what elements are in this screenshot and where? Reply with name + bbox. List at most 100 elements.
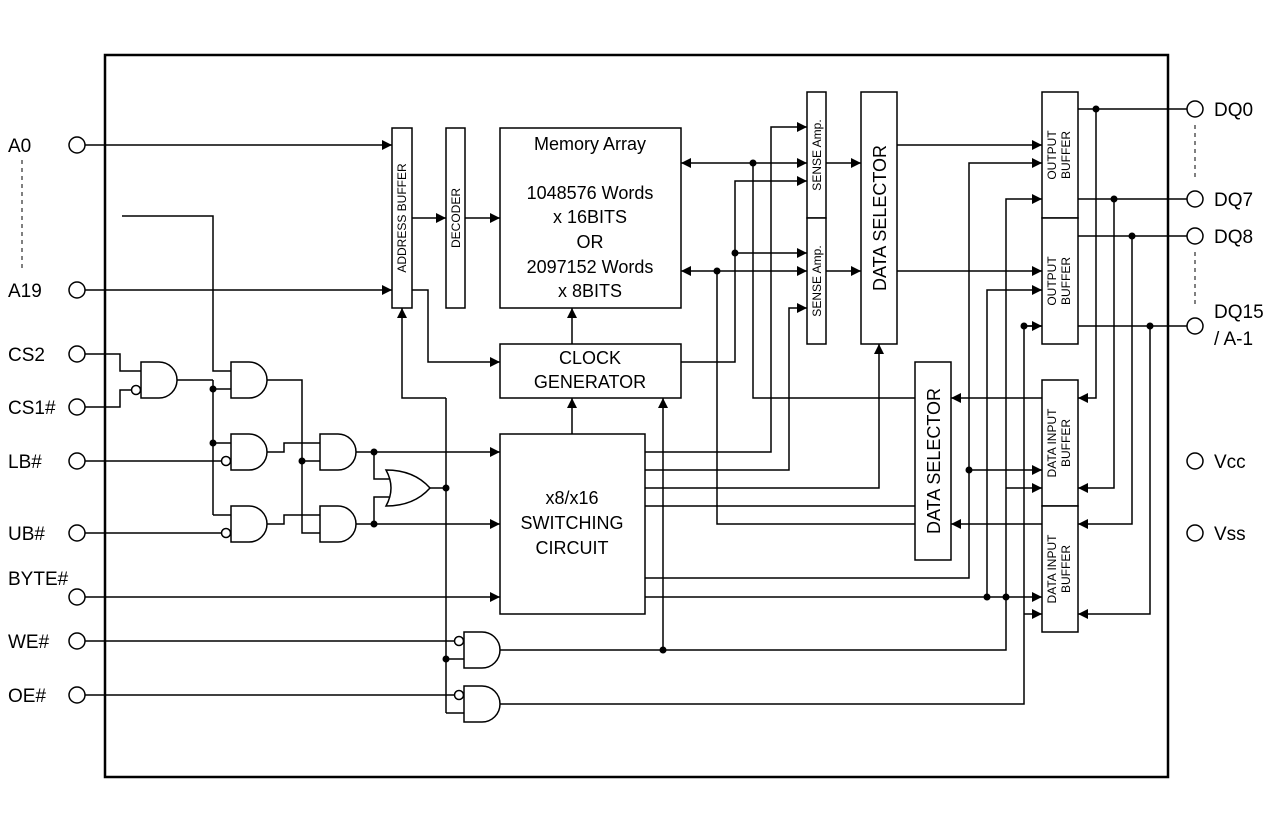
data-input-buffer-lower-label-1: DATA INPUT bbox=[1045, 534, 1059, 604]
pin-dq15-label: DQ15 bbox=[1214, 302, 1264, 323]
memory-array-line1: 1048576 Words bbox=[527, 183, 654, 203]
data-input-buffer-lower-block bbox=[1041, 505, 1079, 633]
wire-dq7-to-dib bbox=[1078, 199, 1115, 493]
output-buffer-lower-label-2: BUFFER bbox=[1059, 257, 1073, 305]
junction-dot bbox=[1128, 232, 1136, 240]
and-gate-oe bbox=[463, 685, 501, 723]
wire-sw-to-ds bbox=[645, 344, 884, 489]
clock-generator-label-1: CLOCK bbox=[559, 348, 621, 368]
inverter-bubble-we bbox=[453, 635, 465, 647]
data-selector-bottom-block bbox=[914, 361, 952, 561]
data-input-buffer-lower-label-2: BUFFER bbox=[1059, 545, 1073, 593]
pin-byte-label: BYTE# bbox=[8, 569, 69, 590]
inverter-bubble-ub bbox=[220, 527, 232, 539]
pin-we-label: WE# bbox=[8, 632, 50, 653]
junction-dot bbox=[1002, 593, 1010, 601]
pin-a19 bbox=[68, 281, 86, 299]
wire-dq0-to-dib bbox=[1078, 109, 1097, 403]
decoder-label: DECODER bbox=[449, 188, 463, 248]
block-labels: ADDRESS BUFFER DECODER Memory Array 1048… bbox=[395, 119, 1073, 603]
and-gate-ub-enable bbox=[319, 505, 357, 543]
pin-a0 bbox=[68, 136, 86, 154]
memory-array-line5: x 8BITS bbox=[558, 281, 622, 301]
pin-dq8 bbox=[1186, 227, 1204, 245]
pin-ub bbox=[68, 524, 86, 542]
clock-generator-block bbox=[499, 343, 682, 399]
wires bbox=[85, 108, 1187, 714]
junction-dot bbox=[983, 593, 991, 601]
sense-amp-lower-label: SENSE Amp. bbox=[810, 245, 824, 316]
pin-dq7-label: DQ7 bbox=[1214, 190, 1253, 211]
output-buffer-upper-label-2: BUFFER bbox=[1059, 131, 1073, 179]
pin-oe bbox=[68, 686, 86, 704]
memory-array-line3: OR bbox=[577, 232, 604, 252]
data-selector-top-block bbox=[860, 91, 898, 345]
output-buffer-upper-label-1: OUTPUT bbox=[1045, 130, 1059, 180]
output-buffer-lower-label-1: OUTPUT bbox=[1045, 256, 1059, 306]
junctions bbox=[209, 105, 1154, 663]
wire-or-in-a bbox=[373, 452, 389, 480]
junction-dot bbox=[1110, 195, 1118, 203]
and-gate-top bbox=[230, 361, 268, 399]
switching-circuit-block bbox=[499, 433, 646, 615]
output-buffer-lower-block bbox=[1041, 217, 1079, 345]
junction-dot bbox=[370, 520, 378, 528]
inverter-bubble-cs1 bbox=[130, 384, 142, 396]
wire-byte-ctrl bbox=[986, 285, 1042, 597]
junction-dot bbox=[749, 159, 757, 167]
pin-ub-label: UB# bbox=[8, 524, 45, 545]
sense-amp-upper-label: SENSE Amp. bbox=[810, 119, 824, 190]
pin-we bbox=[68, 632, 86, 650]
wire-sw-to-sa-1 bbox=[645, 122, 807, 453]
data-selector-bottom-label: DATA SELECTOR bbox=[924, 388, 944, 534]
wire-sw-to-ob bbox=[645, 158, 1042, 579]
pin-dq15-alt-label: / A-1 bbox=[1214, 329, 1253, 350]
data-input-buffer-upper-label-1: DATA INPUT bbox=[1045, 408, 1059, 478]
and-gate-ub bbox=[230, 505, 268, 543]
wire-enable-to-ub2 bbox=[301, 461, 320, 534]
address-buffer-label: ADDRESS BUFFER bbox=[395, 163, 409, 273]
wire-ubgate-out bbox=[267, 514, 320, 525]
and-gate-cs bbox=[140, 361, 178, 399]
junction-dot bbox=[209, 439, 217, 447]
wire-we-ctrl bbox=[500, 194, 1042, 651]
inverter-bubble-lb bbox=[220, 455, 232, 467]
pin-cs2 bbox=[68, 345, 86, 363]
left-pins: A0 A19 CS2 CS1# LB# UB# BYTE# WE# OE# bbox=[8, 136, 86, 707]
pin-cs1-label: CS1# bbox=[8, 398, 56, 419]
junction-dot bbox=[1146, 322, 1154, 330]
junction-dot bbox=[965, 466, 973, 474]
clock-generator-label-2: GENERATOR bbox=[534, 372, 646, 392]
pin-vss-label: Vss bbox=[1214, 524, 1246, 545]
pin-lb bbox=[68, 452, 86, 470]
pin-oe-label: OE# bbox=[8, 686, 46, 707]
junction-dot bbox=[370, 448, 378, 456]
pin-a19-label: A19 bbox=[8, 281, 42, 302]
wire-top-input bbox=[122, 215, 231, 372]
wire-topgate-out bbox=[267, 379, 303, 461]
or-gate bbox=[384, 469, 432, 507]
and-gate-we bbox=[463, 631, 501, 669]
junction-dot bbox=[298, 457, 306, 465]
pin-dq8-label: DQ8 bbox=[1214, 227, 1253, 248]
memory-array-line2: x 16BITS bbox=[553, 207, 627, 227]
junction-dot bbox=[442, 655, 450, 663]
switching-circuit-label-1: x8/x16 bbox=[545, 488, 598, 508]
logic-gates bbox=[130, 361, 501, 723]
pin-vcc bbox=[1186, 452, 1204, 470]
junction-dot bbox=[713, 267, 721, 275]
junction-dot bbox=[209, 385, 217, 393]
wire-dsb-to-array-lower bbox=[716, 271, 915, 525]
wire-addr-to-clock bbox=[412, 289, 500, 367]
pin-dq7 bbox=[1186, 190, 1204, 208]
wire-dq8-to-dib bbox=[1078, 236, 1133, 529]
switching-circuit-label-3: CIRCUIT bbox=[536, 538, 609, 558]
wire-or-in-b bbox=[373, 496, 389, 524]
and-gate-lb bbox=[230, 433, 268, 471]
wire-cs-to-addr bbox=[397, 308, 446, 399]
wire-lbgate-out bbox=[267, 442, 320, 453]
junction-dot bbox=[659, 646, 667, 654]
wire-dsb-to-array-upper bbox=[752, 163, 915, 399]
junction-dot bbox=[442, 484, 450, 492]
pin-vcc-label: Vcc bbox=[1214, 452, 1246, 473]
